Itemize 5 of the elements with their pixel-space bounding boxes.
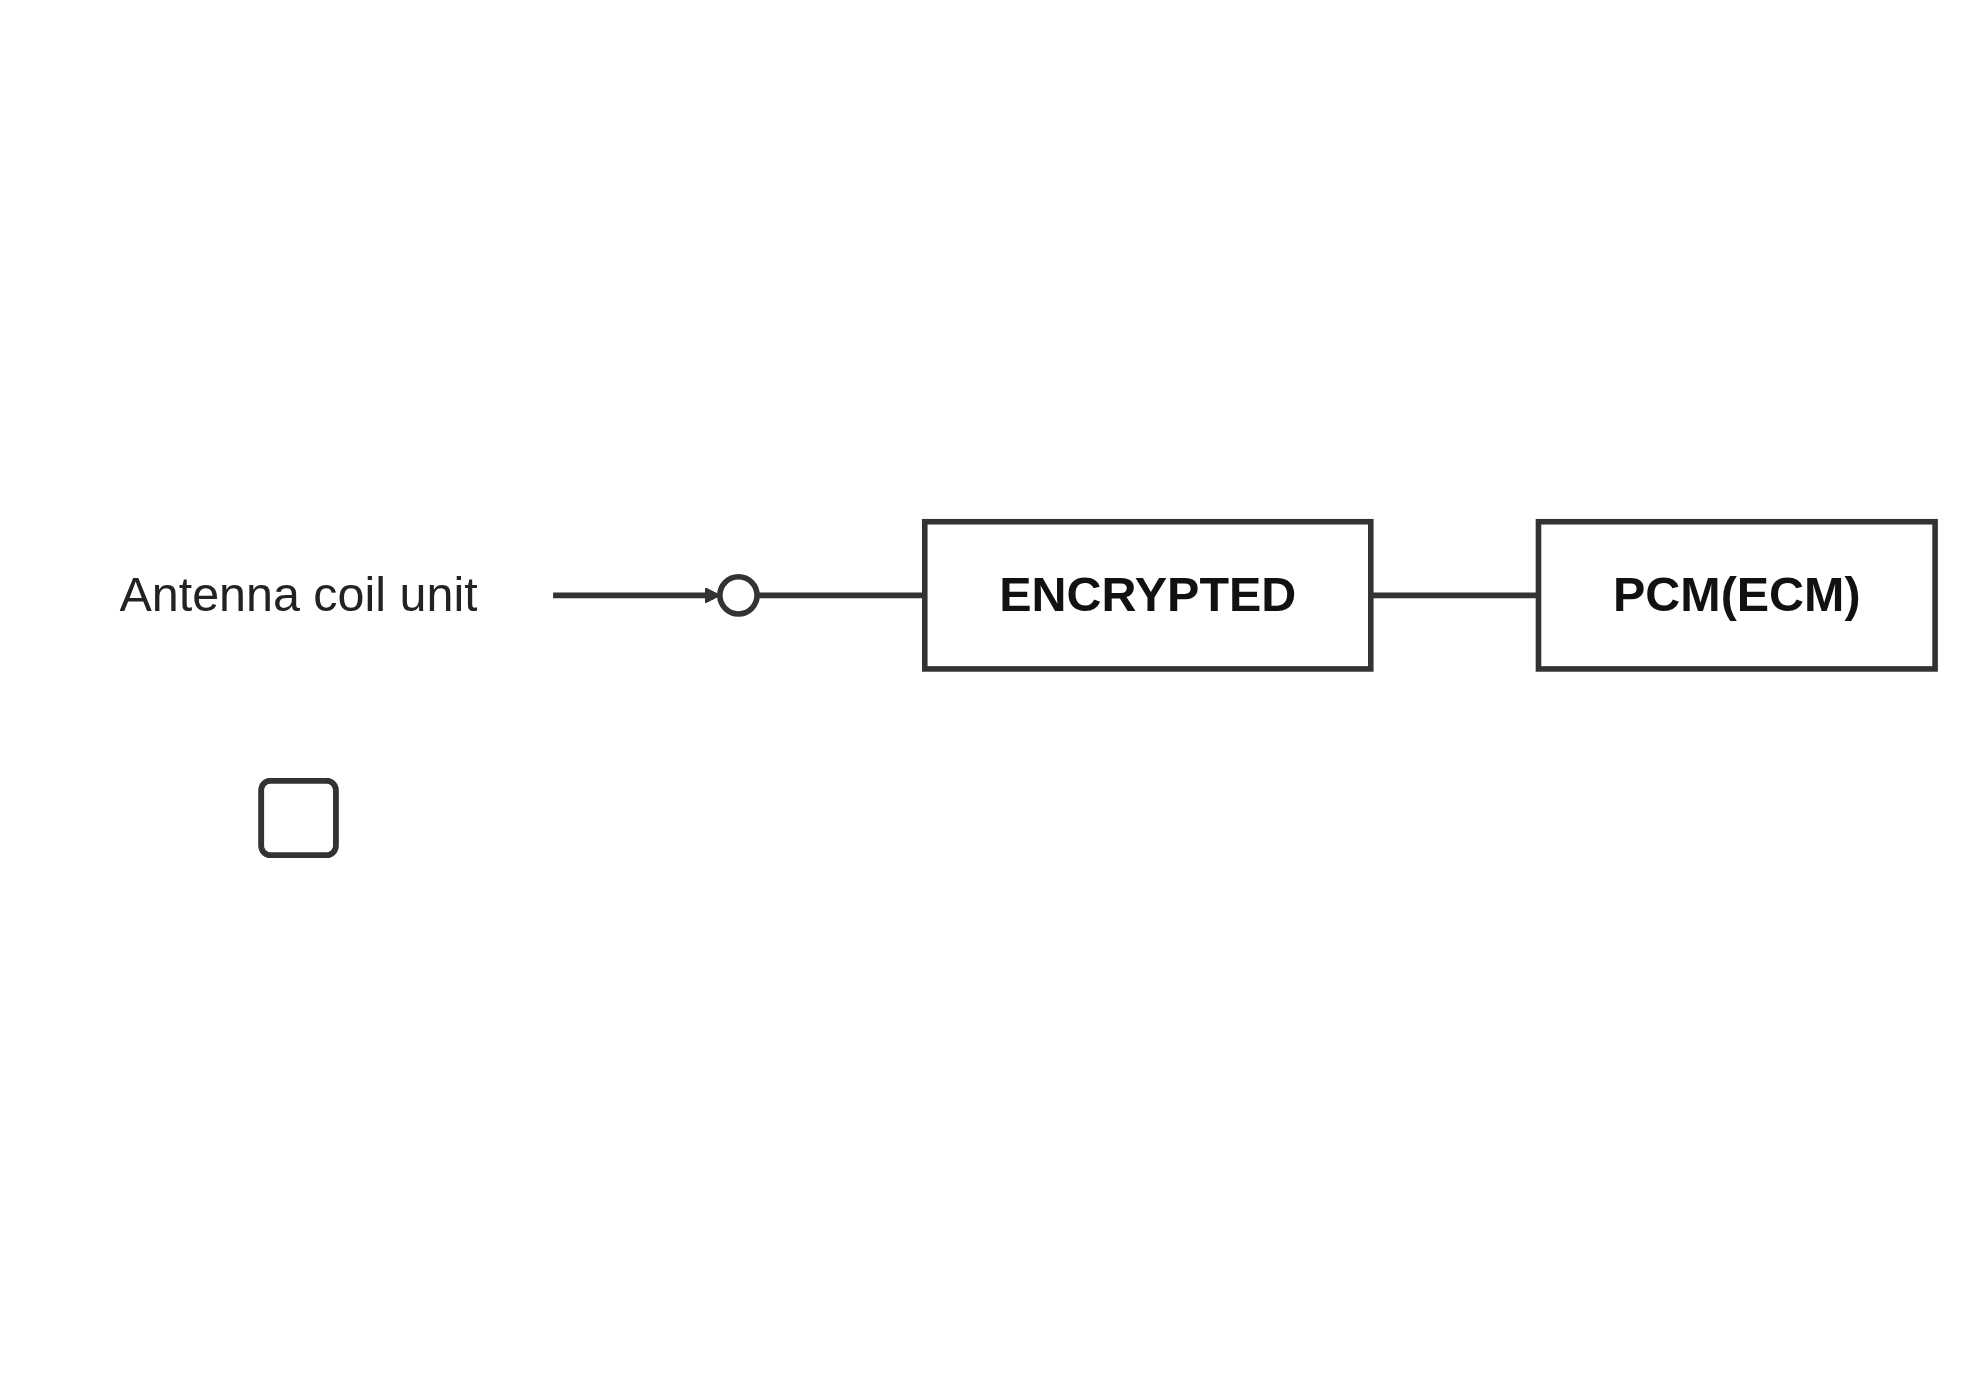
node-box: ENCRYPTED [922,518,1374,672]
node-box: PCM(ECM) [1535,518,1938,672]
connector [757,592,925,599]
node-circle [717,573,760,617]
node-text: Antenna coil unit [119,566,478,623]
